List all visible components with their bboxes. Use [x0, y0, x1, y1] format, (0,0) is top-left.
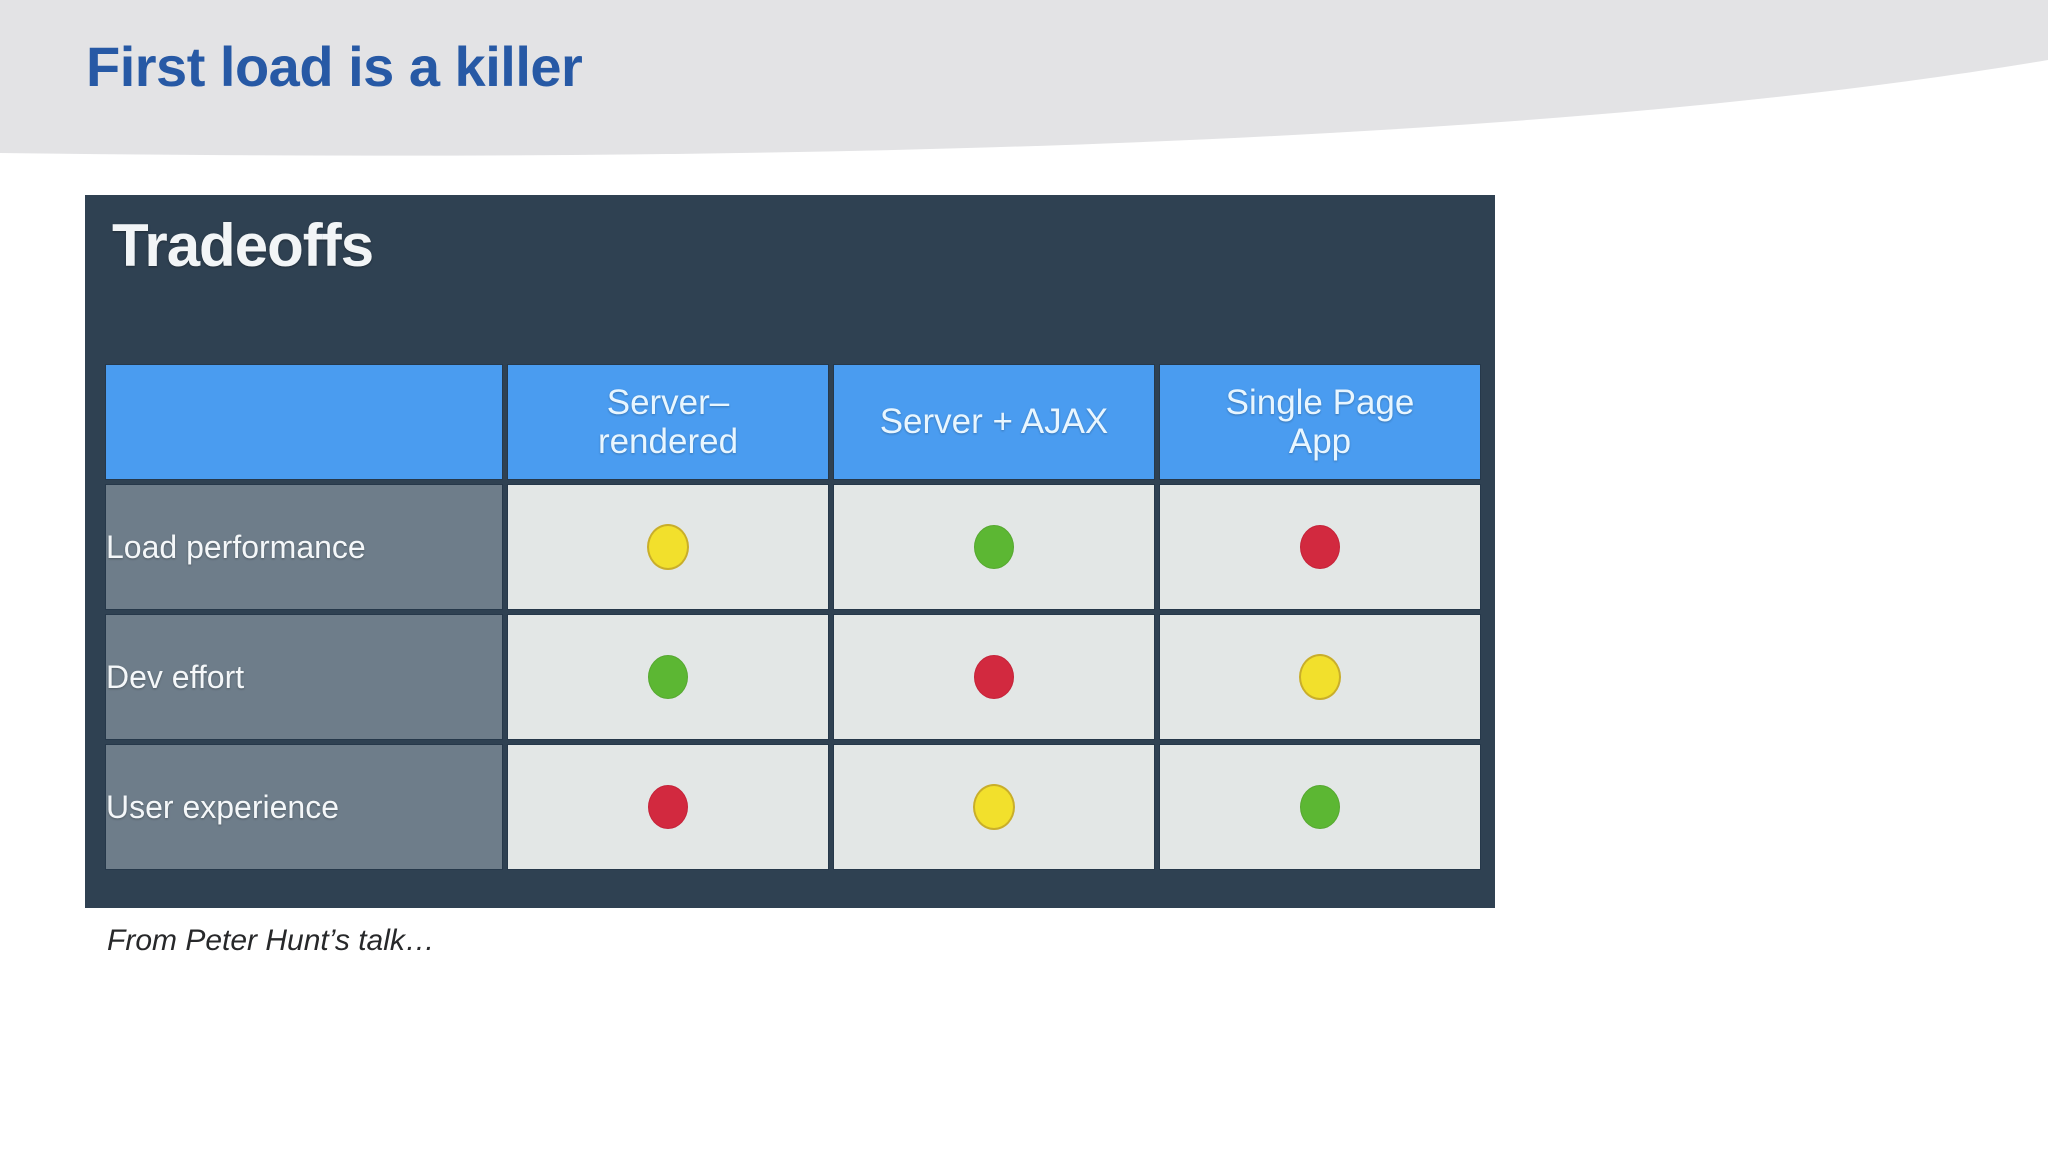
- cell-dev-effort-server-rendered: [507, 614, 829, 740]
- cell-dev-effort-server-ajax: [833, 614, 1155, 740]
- table-row: User experience: [105, 744, 1481, 870]
- cell-load-performance-single-page-app: [1159, 484, 1481, 610]
- column-header-single-page-app: Single Page App: [1159, 364, 1481, 480]
- status-dot-red-icon: [1300, 525, 1340, 569]
- table-header-row: Server– rendered Server + AJAX Single Pa…: [105, 364, 1481, 480]
- column-header-line-2: rendered: [597, 422, 739, 461]
- table-row: Load performance: [105, 484, 1481, 610]
- cell-load-performance-server-rendered: [507, 484, 829, 610]
- status-dot-yellow-icon: [1299, 654, 1341, 700]
- cell-dev-effort-single-page-app: [1159, 614, 1481, 740]
- row-label-load-performance: Load performance: [105, 484, 503, 610]
- page-title: First load is a killer: [86, 35, 583, 98]
- tradeoffs-table: Server– rendered Server + AJAX Single Pa…: [101, 360, 1485, 874]
- column-header-line-2: App: [1288, 422, 1352, 461]
- row-label-user-experience: User experience: [105, 744, 503, 870]
- cell-user-experience-single-page-app: [1159, 744, 1481, 870]
- figure-caption: From Peter Hunt’s talk…: [107, 924, 435, 957]
- column-header-server-ajax: Server + AJAX: [833, 364, 1155, 480]
- status-dot-green-icon: [974, 525, 1014, 569]
- table-row: Dev effort: [105, 614, 1481, 740]
- column-header-server-rendered: Server– rendered: [507, 364, 829, 480]
- slide-header-shape: [0, 0, 2048, 156]
- column-header-line-1: Server + AJAX: [879, 402, 1109, 442]
- embedded-figure: Tradeoffs Server– rendered Server + AJAX…: [85, 195, 1495, 908]
- figure-title: Tradeoffs: [112, 212, 374, 279]
- cell-load-performance-server-ajax: [833, 484, 1155, 610]
- status-dot-red-icon: [648, 785, 688, 829]
- status-dot-yellow-icon: [973, 784, 1015, 830]
- column-header-line-1: Server–: [606, 382, 730, 422]
- cell-user-experience-server-ajax: [833, 744, 1155, 870]
- column-header-line-1: Single Page: [1225, 382, 1415, 422]
- status-dot-green-icon: [648, 655, 688, 699]
- table-corner-cell: [105, 364, 503, 480]
- status-dot-red-icon: [974, 655, 1014, 699]
- slide-header: [0, 0, 2048, 160]
- status-dot-yellow-icon: [647, 524, 689, 570]
- row-label-dev-effort: Dev effort: [105, 614, 503, 740]
- status-dot-green-icon: [1300, 785, 1340, 829]
- cell-user-experience-server-rendered: [507, 744, 829, 870]
